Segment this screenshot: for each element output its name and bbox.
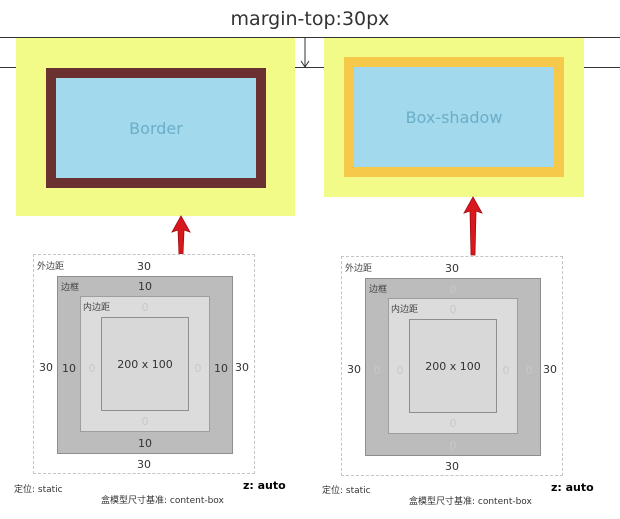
- left-z-index-label: z: auto: [243, 479, 286, 492]
- padding-label: 内边距: [83, 303, 111, 313]
- right-box-sizing-label: 盒模型尺寸基准: content-box: [409, 497, 532, 507]
- content-size-value: 200 x 100: [425, 359, 481, 373]
- border-right-value: 10: [214, 362, 228, 375]
- padding-top-value: 0: [449, 303, 457, 316]
- border-right-value: 0: [525, 364, 533, 377]
- padding-right-value: 0: [502, 364, 510, 377]
- padding-bottom-value: 0: [449, 417, 457, 430]
- margin-bottom-value: 30: [137, 458, 151, 471]
- border-left-value: 0: [373, 364, 381, 377]
- padding-bottom-value: 0: [141, 415, 149, 428]
- margin-measure-arrow-icon: [300, 37, 310, 68]
- border-layer: 边框 10 10 10 10 内边距 0 0 0 0 200 x 100: [57, 276, 233, 454]
- content-layer: 200 x 100: [409, 319, 497, 413]
- left-box-model-panel: 外边距 30 30 30 30 边框 10 10 10 10 内边距 0 0 0…: [33, 254, 255, 474]
- margin-label: 外边距: [345, 264, 373, 274]
- margin-top-title: margin-top:30px: [230, 8, 390, 30]
- content-layer: 200 x 100: [101, 317, 189, 411]
- padding-label: 内边距: [391, 305, 419, 315]
- border-label: 边框: [369, 285, 388, 295]
- left-red-arrow-icon: [171, 215, 191, 255]
- padding-right-value: 0: [194, 362, 202, 375]
- padding-layer: 内边距 0 0 0 0 200 x 100: [388, 298, 518, 434]
- content-size-value: 200 x 100: [117, 357, 173, 371]
- margin-top-value: 30: [137, 260, 151, 273]
- margin-label: 外边距: [37, 262, 65, 272]
- padding-left-value: 0: [88, 362, 96, 375]
- border-bottom-value: 0: [449, 439, 457, 452]
- border-top-value: 0: [449, 283, 457, 296]
- border-demo-box: Border: [46, 68, 266, 188]
- border-label: 边框: [61, 283, 80, 293]
- right-red-arrow-icon: [463, 196, 483, 256]
- border-top-value: 10: [138, 280, 152, 293]
- border-demo-label: Border: [129, 118, 183, 138]
- margin-right-value: 30: [235, 361, 249, 374]
- box-shadow-demo-label: Box-shadow: [405, 107, 503, 127]
- border-left-value: 10: [62, 362, 76, 375]
- padding-top-value: 0: [141, 301, 149, 314]
- right-position-label: 定位: static: [322, 486, 371, 496]
- padding-layer: 内边距 0 0 0 0 200 x 100: [80, 296, 210, 432]
- box-shadow-demo-box: Box-shadow: [354, 67, 554, 167]
- border-bottom-value: 10: [138, 437, 152, 450]
- right-z-index-label: z: auto: [551, 481, 594, 494]
- margin-left-value: 30: [39, 361, 53, 374]
- padding-left-value: 0: [396, 364, 404, 377]
- right-box-model-panel: 外边距 30 30 30 30 边框 0 0 0 0 内边距 0 0 0 0 2…: [341, 256, 563, 476]
- guide-line-top: [0, 37, 620, 38]
- guide-line-bottom: [0, 67, 620, 68]
- margin-top-value: 30: [445, 262, 459, 275]
- margin-right-value: 30: [543, 363, 557, 376]
- left-position-label: 定位: static: [14, 485, 63, 495]
- margin-left-value: 30: [347, 363, 361, 376]
- margin-bottom-value: 30: [445, 460, 459, 473]
- border-layer: 边框 0 0 0 0 内边距 0 0 0 0 200 x 100: [365, 278, 541, 456]
- left-box-sizing-label: 盒模型尺寸基准: content-box: [101, 496, 224, 506]
